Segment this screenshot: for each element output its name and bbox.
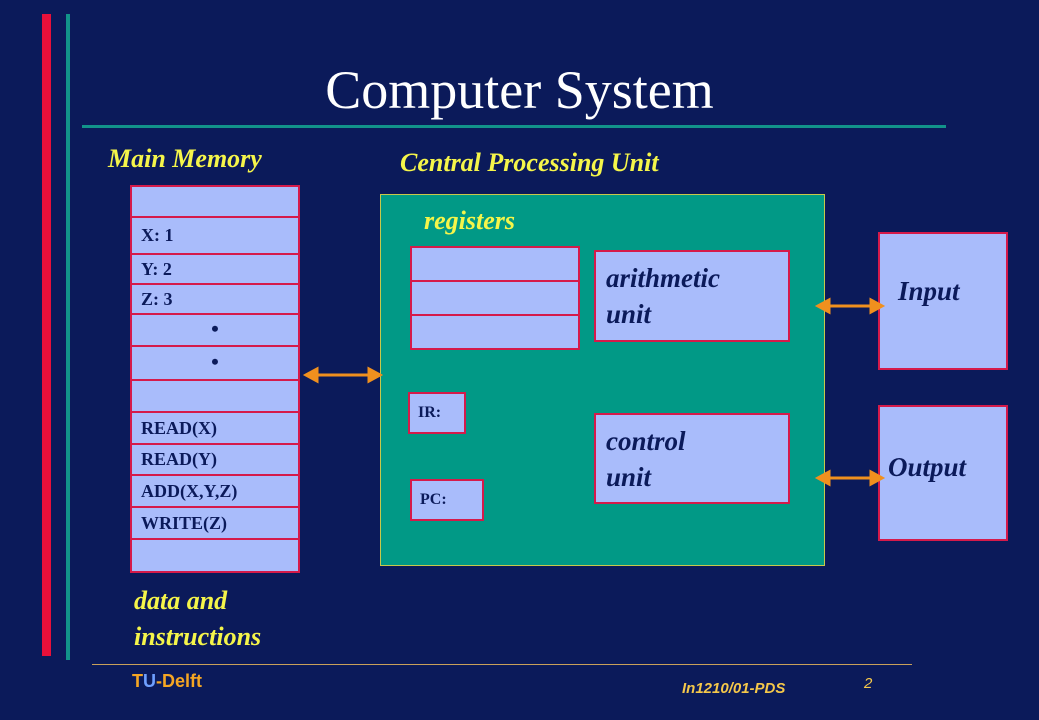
memory-cell (130, 379, 300, 413)
left-teal-bar (66, 14, 70, 660)
footer-page-number: 2 (864, 675, 873, 692)
register (410, 314, 580, 350)
footer-rule (92, 664, 912, 665)
memory-cell (130, 538, 300, 573)
control-unit: control unit (594, 413, 790, 504)
arrow-head-right-icon (367, 366, 384, 384)
arithmetic-unit: arithmetic unit (594, 250, 790, 342)
ir-register: IR: (408, 392, 466, 434)
input-box (878, 232, 1008, 370)
main-memory-heading: Main Memory (108, 144, 262, 173)
arrow-head-left-icon (814, 469, 831, 487)
memory-cell: READ(Y) (130, 443, 300, 476)
arithmetic-unit-line2: unit (606, 299, 652, 329)
main-memory-stack: X: 1 Y: 2 Z: 3 • • READ(X) READ(Y) ADD(X… (130, 185, 304, 573)
arrow-head-right-icon (869, 297, 886, 315)
cpu-heading: Central Processing Unit (400, 148, 659, 177)
arrow-head-left-icon (814, 297, 831, 315)
memory-ellipsis-dot: • (130, 313, 300, 347)
title-underline (82, 125, 946, 128)
memory-cell: Z: 3 (130, 283, 300, 315)
footer-org-prefix: T (132, 671, 143, 691)
footer-org-highlight: U (143, 671, 156, 691)
left-red-bar (42, 14, 51, 656)
input-label: Input (898, 276, 960, 306)
output-box (878, 405, 1008, 541)
footer-org: TU-Delft (132, 671, 202, 692)
footer-course: In1210/01-PDS (682, 680, 786, 697)
memory-caption-line2: instructions (134, 622, 262, 651)
output-label: Output (888, 452, 967, 482)
memory-caption-line1: data and (134, 586, 228, 615)
arrow-head-left-icon (302, 366, 319, 384)
arrow-head-right-icon (869, 469, 886, 487)
memory-cell: X: 1 (130, 216, 300, 255)
memory-cell: ADD(X,Y,Z) (130, 474, 300, 508)
control-unit-line2: unit (606, 462, 652, 492)
control-unit-line1: control (606, 426, 686, 456)
pc-register: PC: (410, 479, 484, 521)
arithmetic-unit-line1: arithmetic (606, 263, 720, 293)
footer-org-suffix: -Delft (156, 671, 202, 691)
page-title: Computer System (325, 60, 714, 120)
registers-label: registers (424, 206, 515, 235)
